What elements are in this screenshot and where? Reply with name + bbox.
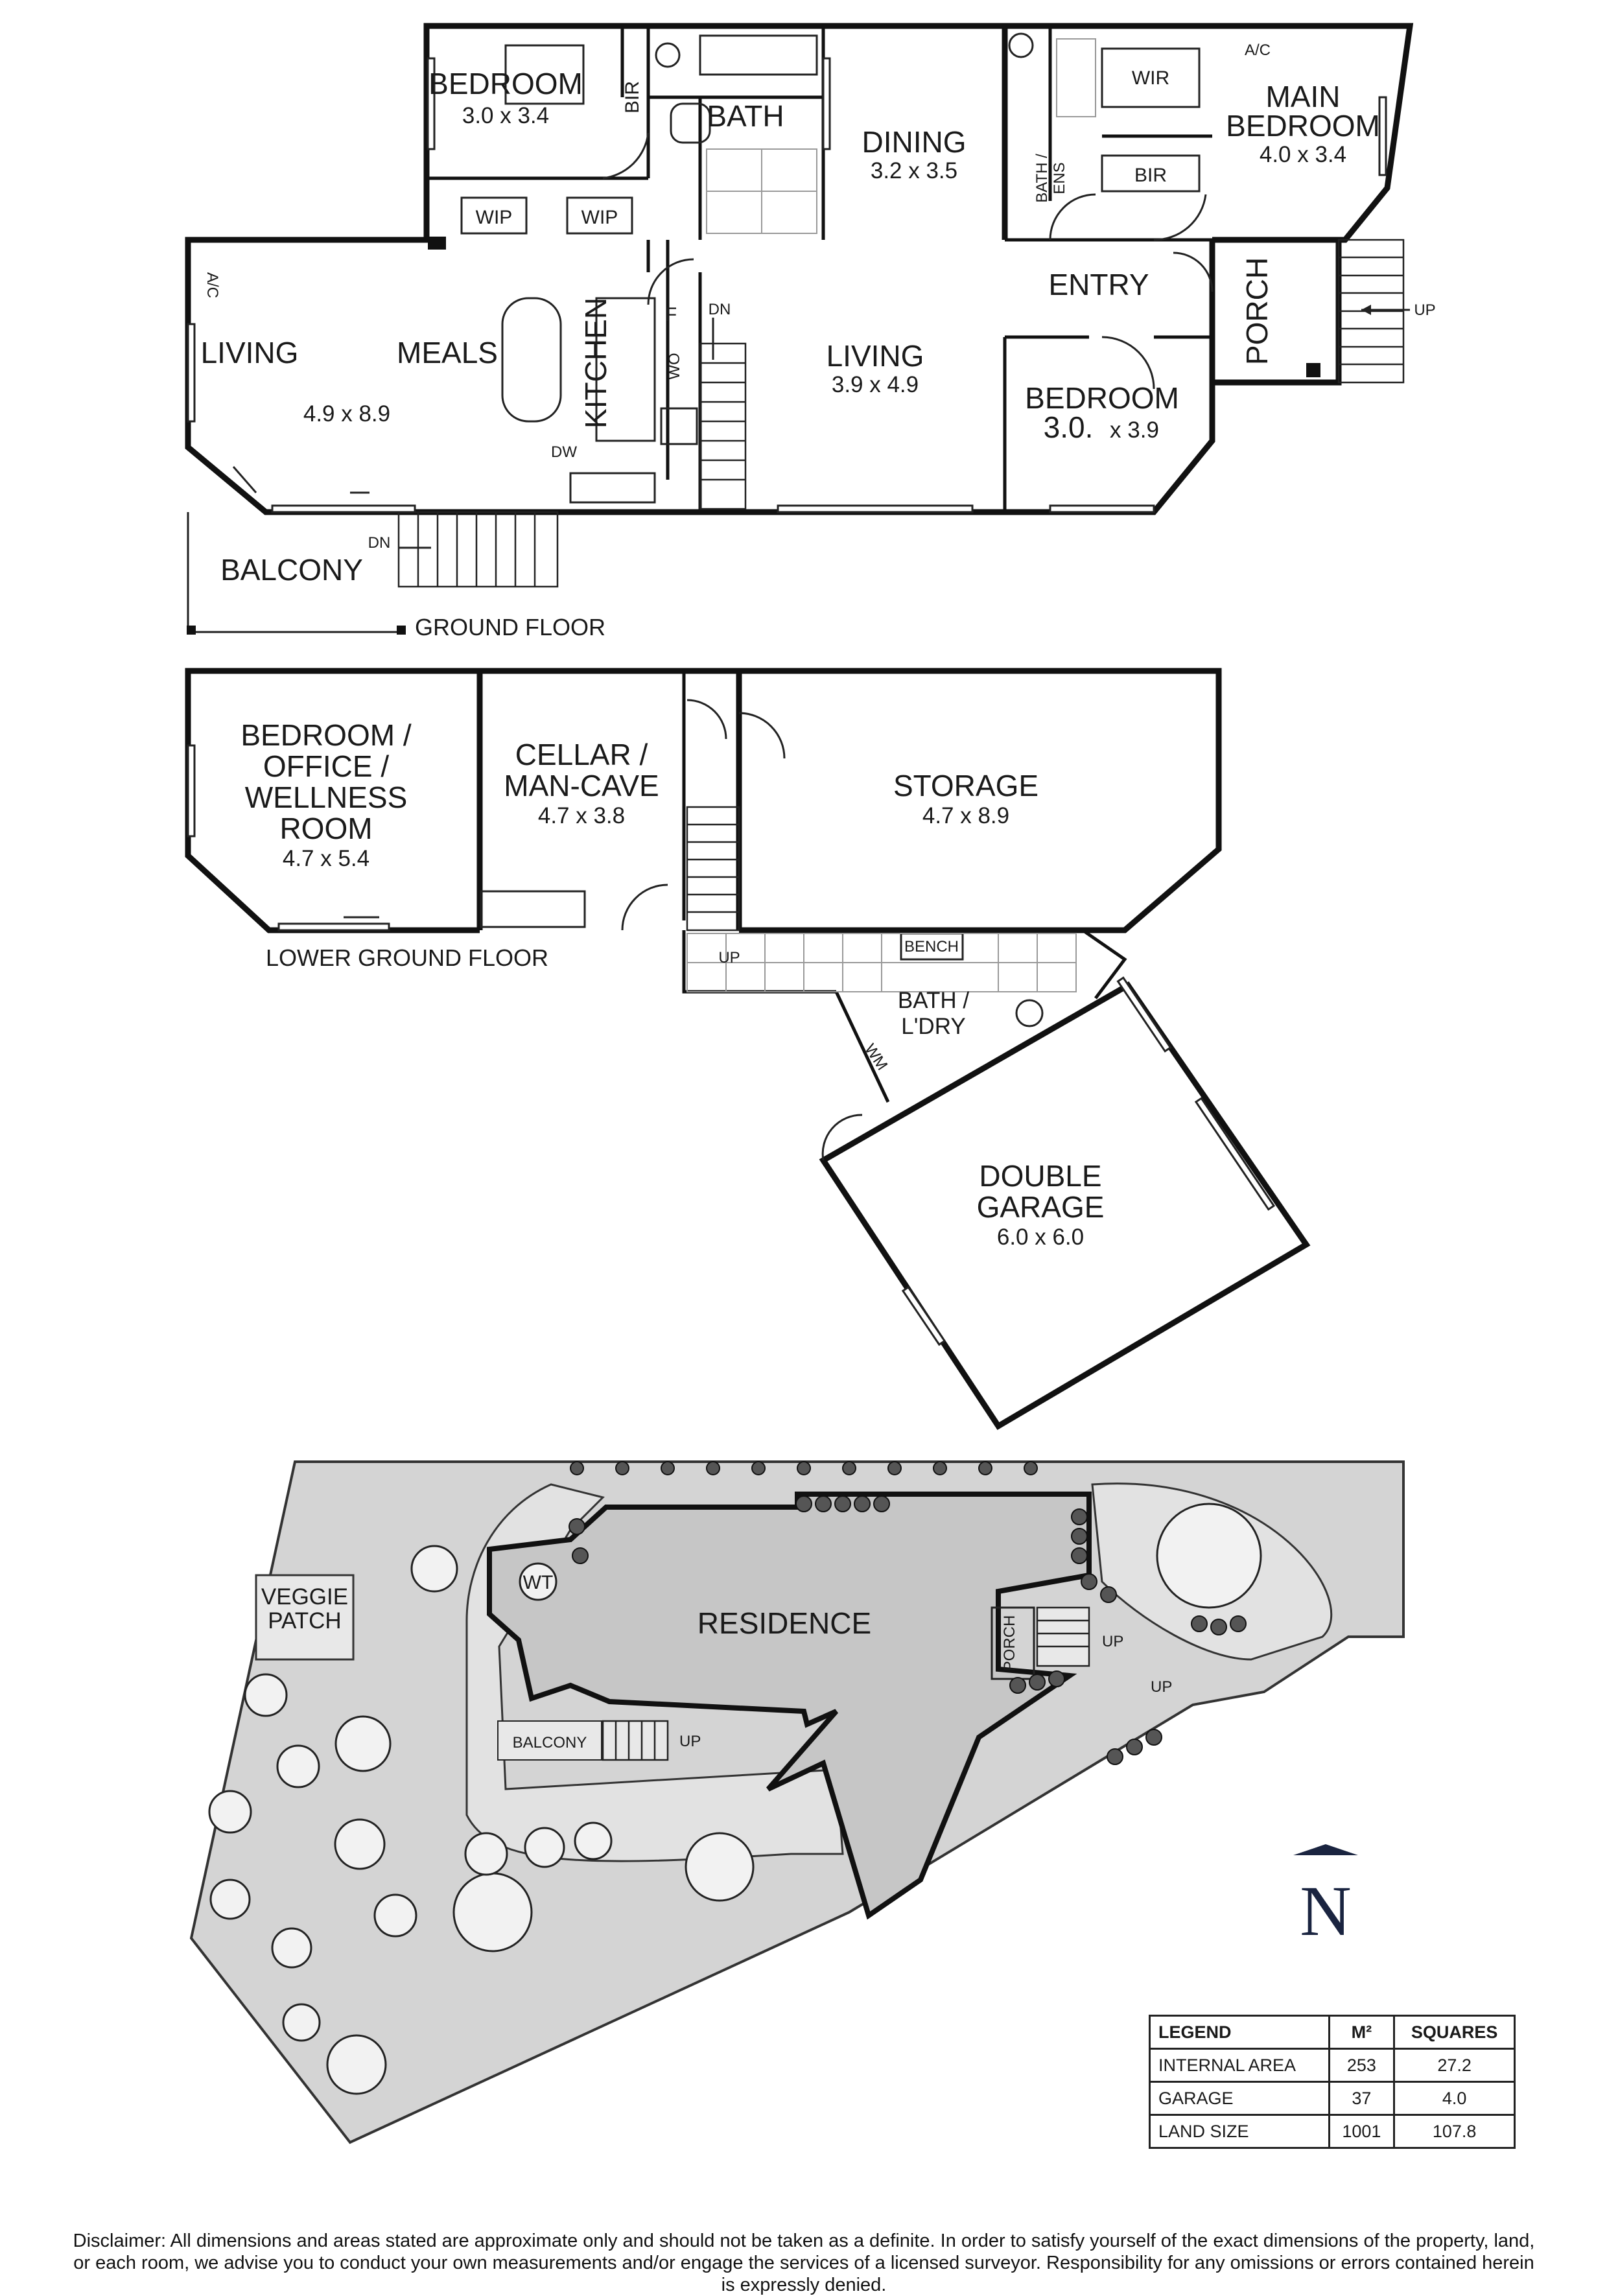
bedroom-nw-dims: 3.0 x 3.4	[462, 103, 549, 128]
living-centre-dims: 3.9 x 4.9	[832, 372, 919, 397]
legend-row-m2: 253	[1328, 2048, 1396, 2083]
main-bedroom-dims: 4.0 x 3.4	[1260, 142, 1346, 167]
cellar-label-2: MAN-CAVE	[504, 769, 659, 802]
bench-label: BENCH	[904, 938, 959, 955]
kitchen-label: KITCHEN	[579, 298, 613, 428]
office-label-4: ROOM	[279, 812, 372, 845]
wall-oven-label: WO	[666, 353, 683, 379]
ac-main-label: A/C	[1245, 41, 1271, 59]
office-label-2: OFFICE /	[263, 749, 389, 783]
legend-squares-header: SQUARES	[1393, 2015, 1516, 2050]
wip-left-label: WIP	[476, 207, 513, 228]
veggie-patch-label-2: PATCH	[268, 1608, 341, 1634]
bath-label: BATH	[707, 99, 784, 133]
legend-row: INTERNAL AREA 253 27.2	[1149, 2048, 1516, 2083]
wir-label: WIR	[1132, 67, 1169, 89]
balcony-label: BALCONY	[220, 553, 363, 587]
bedroom-nw-label: BEDROOM	[428, 67, 583, 100]
site-plan: VEGGIE PATCH WT RESIDENCE PORCH UP UP BA…	[189, 1460, 1405, 2144]
office-label-3: WELLNESS	[245, 780, 408, 814]
office-dims: 4.7 x 5.4	[283, 846, 369, 871]
bir-nw-label: BIR	[622, 81, 643, 113]
bedroom-se-dims-b: x 3.9	[1110, 417, 1159, 443]
meals-label: MEALS	[397, 336, 498, 369]
wip-right-label: WIP	[581, 207, 618, 228]
garage-label-1: DOUBLE	[979, 1159, 1101, 1193]
entry-label: ENTRY	[1048, 268, 1149, 301]
storage-label: STORAGE	[893, 769, 1038, 802]
site-porch-label: PORCH	[1001, 1615, 1018, 1672]
legend-row-label: GARAGE	[1149, 2081, 1330, 2116]
residence-label: RESIDENCE	[698, 1606, 871, 1640]
ground-floor-plan: BEDROOM 3.0 x 3.4 BIR BATH DINING 3.2 x …	[185, 23, 1436, 640]
dishwasher-label: DW	[551, 443, 577, 461]
storage-dims: 4.7 x 8.9	[922, 803, 1009, 828]
site-up-label-1: UP	[1102, 1633, 1123, 1650]
dn-stair-label: DN	[709, 301, 731, 318]
cellar-dims: 4.7 x 3.8	[538, 803, 625, 828]
site-up-label-2: UP	[1151, 1678, 1172, 1696]
washing-machine-label: WM	[861, 1041, 891, 1073]
legend-row-squares: 107.8	[1393, 2114, 1516, 2149]
site-up-label-3: UP	[679, 1733, 701, 1750]
lower-ground-floor-plan: BEDROOM / OFFICE / WELLNESS ROOM 4.7 x 5…	[185, 668, 1311, 1431]
bath-ldry-label-2: L'DRY	[901, 1014, 965, 1039]
living-west-label: LIVING	[201, 336, 299, 369]
dn-balcony-label: DN	[368, 534, 391, 552]
ac-living-label: A/C	[204, 272, 221, 298]
legend-header-row: LEGEND M² SQUARES	[1149, 2015, 1516, 2050]
bath-ens-label-2: ENS	[1051, 162, 1068, 194]
disclaimer-text: Disclaimer: All dimensions and areas sta…	[73, 2231, 1535, 2295]
bedroom-se-dims-a: 3.0.	[1044, 410, 1094, 444]
legend-m2-header: M²	[1328, 2015, 1396, 2050]
office-label-1: BEDROOM /	[240, 718, 411, 752]
veggie-patch-label-1: VEGGIE	[261, 1584, 348, 1610]
legend-row: LAND SIZE 1001 107.8	[1149, 2114, 1516, 2149]
garage-label-2: GARAGE	[977, 1190, 1105, 1224]
bir-main-label: BIR	[1134, 165, 1167, 186]
area-legend-table: LEGEND M² SQUARES INTERNAL AREA 253 27.2…	[1149, 2015, 1516, 2149]
main-bedroom-label-1: MAIN	[1266, 80, 1341, 113]
legend-row-label: LAND SIZE	[1149, 2114, 1330, 2149]
water-tank-label: WT	[523, 1572, 554, 1593]
bedroom-se-label: BEDROOM	[1025, 381, 1179, 415]
ground-floor-title: GROUND FLOOR	[415, 614, 605, 640]
legend-row-squares: 27.2	[1393, 2048, 1516, 2083]
fridge-label: F	[665, 304, 677, 325]
living-centre-label: LIVING	[827, 339, 924, 373]
bath-ens-label-1: BATH /	[1033, 154, 1051, 203]
site-balcony-label: BALCONY	[513, 1734, 587, 1751]
lower-ground-floor-title: LOWER GROUND FLOOR	[266, 944, 548, 971]
garage-dims: 6.0 x 6.0	[997, 1224, 1084, 1250]
north-label: N	[1300, 1871, 1351, 1950]
up-porch-label: UP	[1414, 301, 1435, 319]
legend-header: LEGEND	[1149, 2015, 1330, 2050]
porch-label: PORCH	[1240, 257, 1274, 365]
bath-ldry-label-1: BATH /	[898, 988, 969, 1013]
dining-label: DINING	[862, 125, 967, 159]
living-meals-dims: 4.9 x 8.9	[303, 401, 390, 427]
main-bedroom-label-2: BEDROOM	[1226, 109, 1380, 143]
lower-up-label: UP	[718, 949, 740, 966]
legend-row: GARAGE 37 4.0	[1149, 2081, 1516, 2116]
legend-row-label: INTERNAL AREA	[1149, 2048, 1330, 2083]
legend-row-m2: 37	[1328, 2081, 1396, 2116]
dining-dims: 3.2 x 3.5	[871, 158, 957, 183]
cellar-label-1: CELLAR /	[515, 738, 648, 771]
legend-row-m2: 1001	[1328, 2114, 1396, 2149]
legend-row-squares: 4.0	[1393, 2081, 1516, 2116]
